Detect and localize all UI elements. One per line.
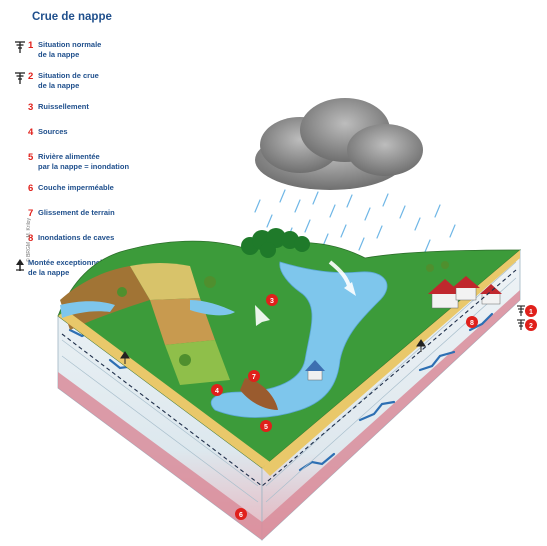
legend-label-line: Rivière alimentée [38,152,100,161]
legend-label-line: Couche imperméable [38,183,114,192]
marker-7: 7 [248,370,260,382]
svg-text:7: 7 [252,374,256,381]
rain-cloud-icon [255,98,423,190]
exceptional-rise-arrow-icon [14,258,28,277]
svg-text:3: 3 [270,298,274,305]
legend-label: Sources [38,127,68,137]
legend-label: Inondations de caves [38,233,114,243]
svg-text:2: 2 [529,323,533,330]
svg-text:8: 8 [470,320,474,327]
runoff-arrows [255,260,356,334]
legend-label-line: Ruissellement [38,102,89,111]
legend-item: 8 Inondations de caves [14,233,189,247]
landslide [240,378,278,410]
marker-4: 4 [211,384,223,396]
legend-number: 8 [28,233,34,244]
legend-number: 5 [28,152,34,163]
legend-item: 6 Couche imperméable [14,183,189,197]
flooded-house-icon [305,360,325,381]
legend-label-line: par la nappe = inondation [38,162,130,171]
trees [117,261,449,366]
legend-label: Ruissellement [38,102,89,112]
marker-6: 6 [235,508,247,520]
svg-text:6: 6 [239,512,243,519]
legend-label-line: Montée exceptionnelle [28,258,109,267]
legend-label-line: de la nappe [38,50,80,59]
rain-drops [254,189,456,253]
legend-label: Couche imperméable [38,183,114,193]
legend-label-line: Glissement de terrain [38,208,115,217]
svg-text:4: 4 [215,388,219,395]
legend-label-line: de la nappe [28,268,70,277]
marker-8: 8 [466,316,478,328]
water-table-symbol-icon [14,71,28,90]
legend-item: 4 Sources [14,127,189,141]
svg-text:1: 1 [529,309,533,316]
legend-number: 4 [28,127,34,138]
soil-layer [58,310,270,468]
flooded-river [210,261,388,418]
legend-number: 1 [28,40,34,51]
legend-label-line: Situation de crue [38,71,99,80]
legend-item: 3 Ruissellement [14,102,189,116]
legend-number: 2 [28,71,34,82]
legend-number: 6 [28,183,34,194]
legend-label-line: de la nappe [38,81,80,90]
legend-label: Glissement de terrain [38,208,115,218]
diagram-title: Crue de nappe [32,11,112,23]
forest [241,228,310,258]
legend-label-line: Sources [38,127,68,136]
exceptional-rise-arrow-icon [120,339,426,364]
water-table-symbol-icon [517,305,525,330]
marker-1: 1 [525,305,537,317]
legend-number: 7 [28,208,34,219]
legend-number: 3 [28,102,34,113]
marker-3: 3 [266,294,278,306]
legend-item: 7 Glissement de terrain [14,208,189,222]
farm-houses-icon [428,276,502,309]
legend-label-line: Situation normale [38,40,102,49]
water-table-symbol-icon [14,40,28,59]
svg-text:5: 5 [264,424,268,431]
marker-5: 5 [260,420,272,432]
marker-2: 2 [525,319,537,331]
legend-label-line: Inondations de caves [38,233,115,242]
plowed-fields [60,266,150,330]
